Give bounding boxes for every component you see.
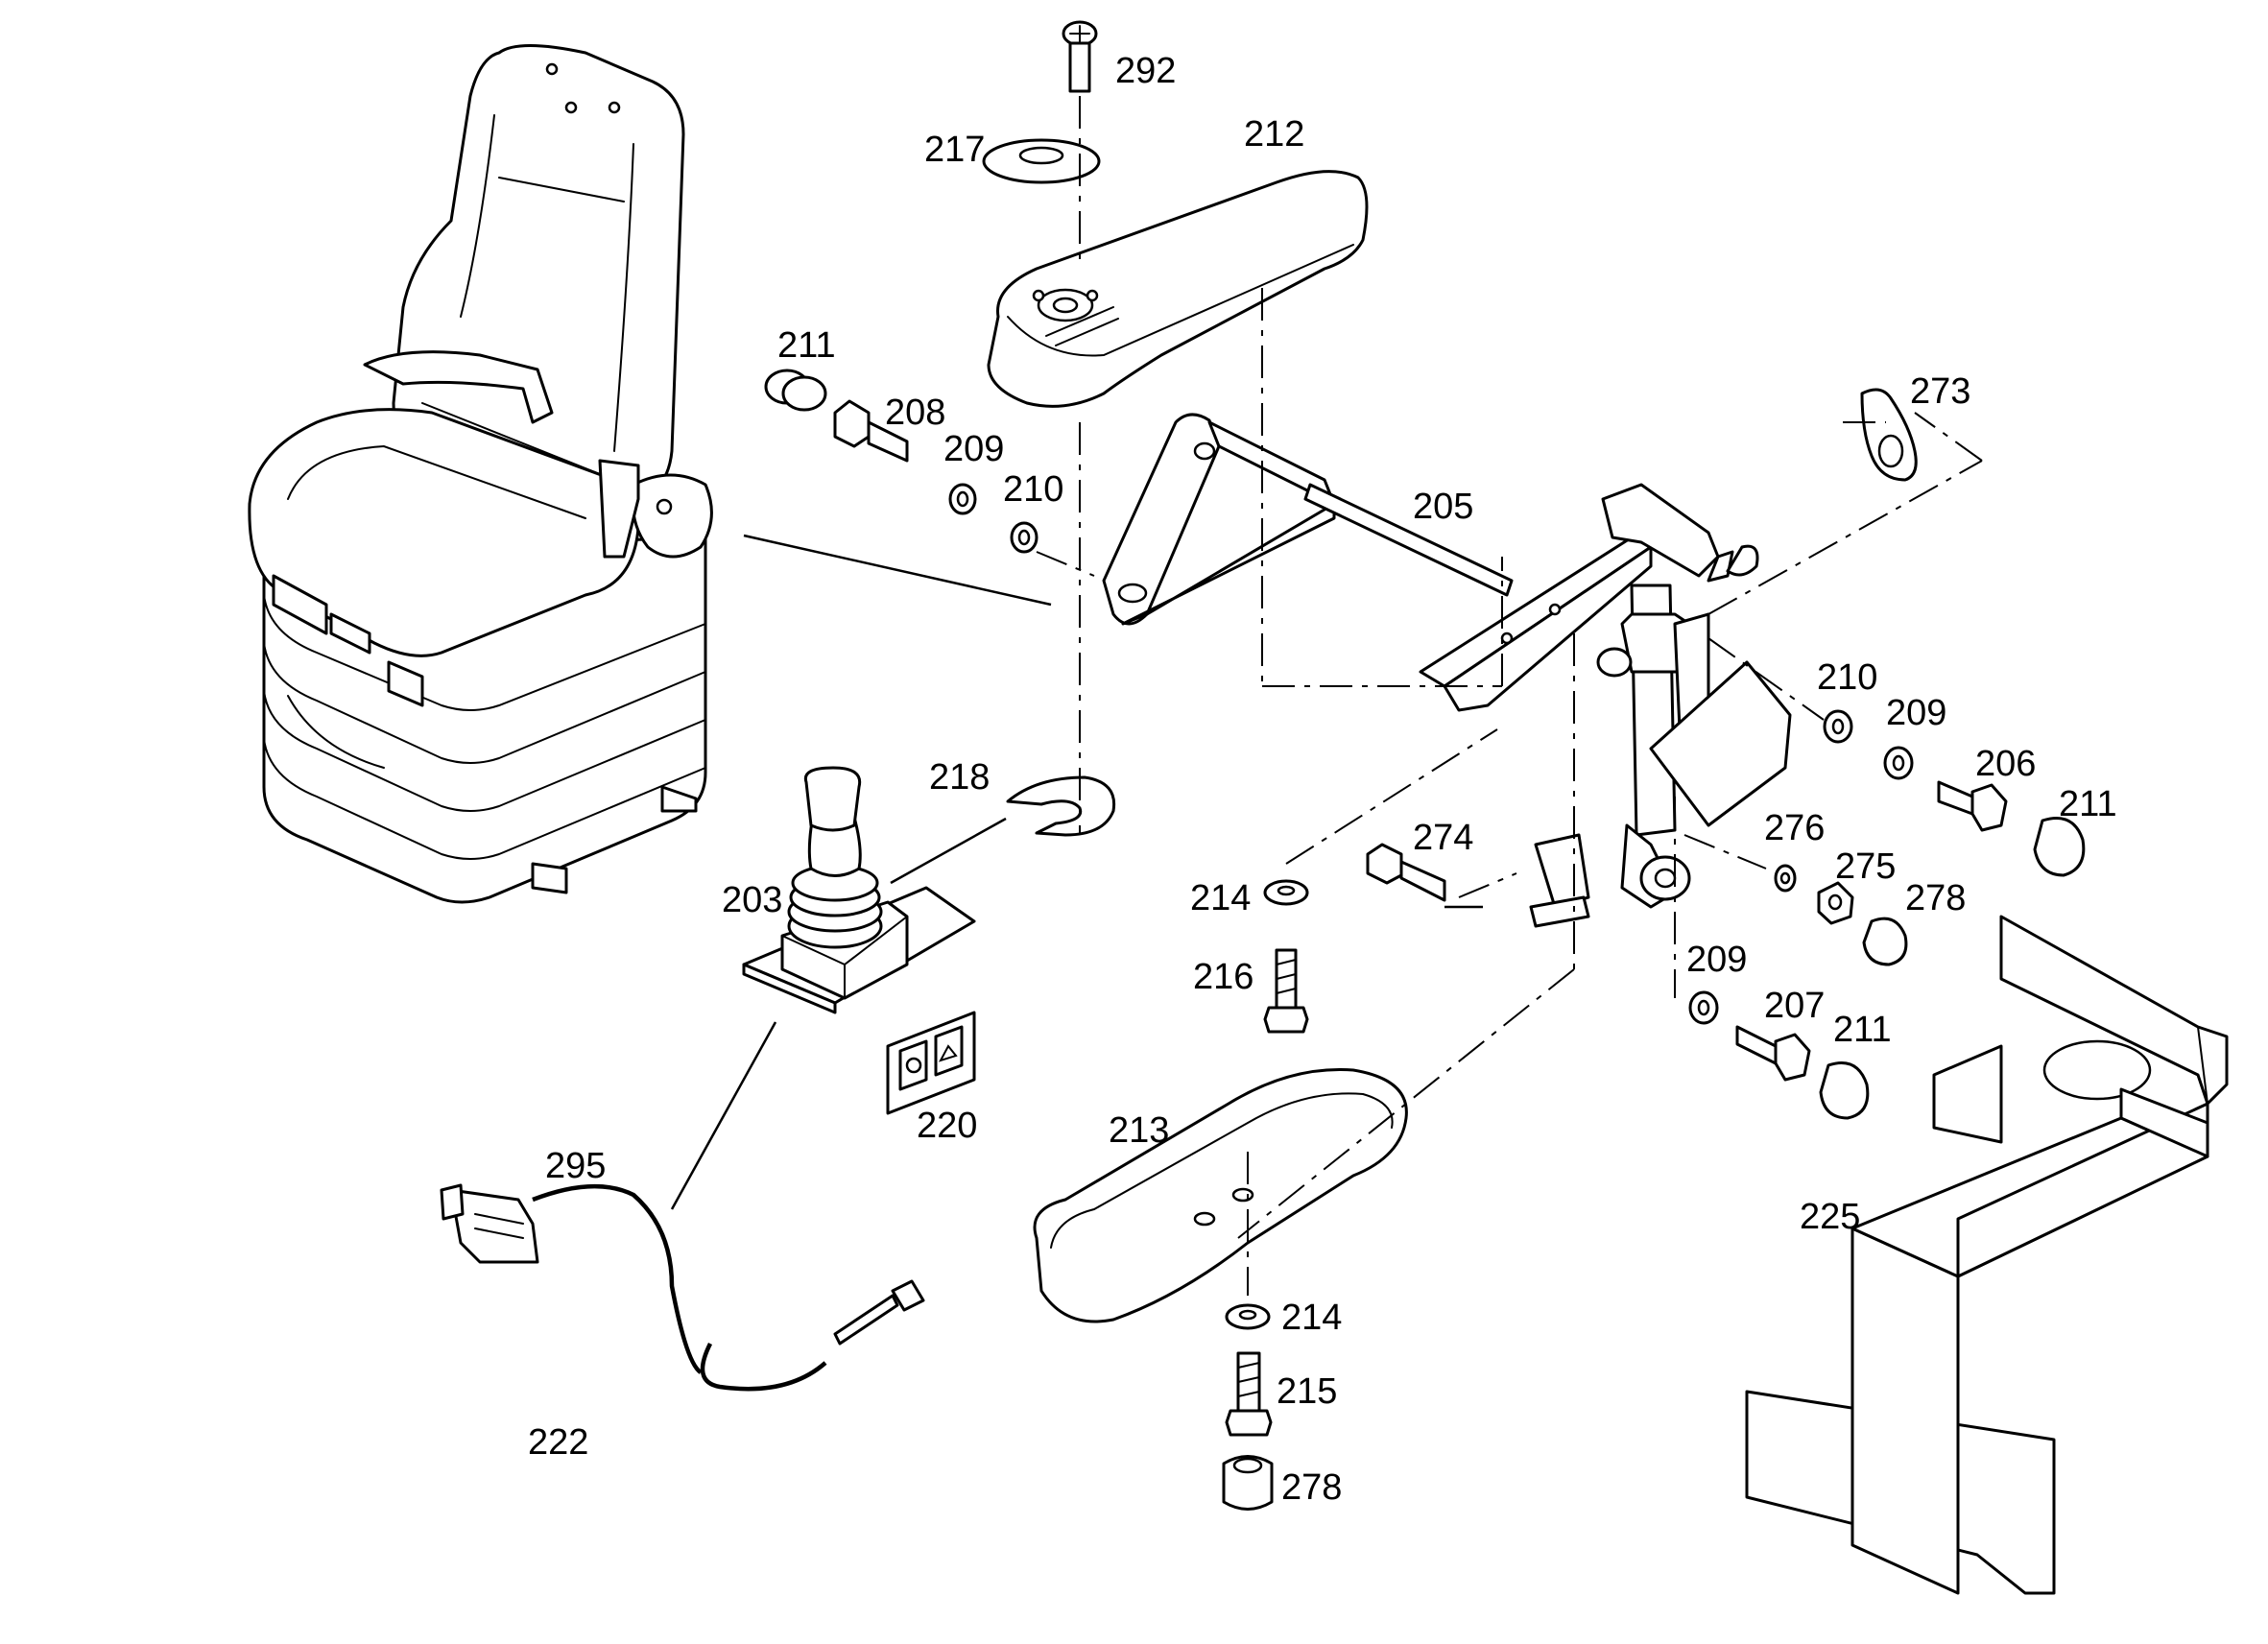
leader-lines <box>670 534 1483 1210</box>
callout-214: 214 <box>1190 878 1251 918</box>
washer-210-left <box>1010 521 1039 554</box>
callout-209: 209 <box>943 429 1004 469</box>
nut-278-lower <box>1222 1455 1274 1511</box>
callout-276: 276 <box>1764 808 1825 848</box>
callout-295: 295 <box>545 1146 606 1186</box>
centerlines <box>1036 96 1983 1296</box>
cap-211-lower <box>1819 1061 1870 1120</box>
armrest-column <box>1529 483 1792 928</box>
callout-212: 212 <box>1244 114 1304 155</box>
operator-seat <box>248 44 713 904</box>
cap-278-upper <box>1862 917 1908 966</box>
callout-278: 278 <box>1905 878 1966 918</box>
armrest-pad-213 <box>1033 1067 1408 1323</box>
bracket-205 <box>1102 413 1653 712</box>
bolt-274 <box>1366 843 1446 902</box>
callout-210: 210 <box>1817 657 1877 698</box>
joystick-203 <box>742 766 976 1014</box>
callout-217: 217 <box>924 130 985 170</box>
callout-216: 216 <box>1193 957 1253 997</box>
washer-276 <box>1774 864 1797 893</box>
cable-harness-222 <box>440 1183 925 1392</box>
clamp-273 <box>1860 388 1918 482</box>
callout-213: 213 <box>1109 1110 1169 1151</box>
callout-206: 206 <box>1975 744 2036 784</box>
bolt-208 <box>833 399 909 463</box>
callout-209: 209 <box>1686 940 1747 980</box>
screw-292 <box>1062 20 1098 93</box>
callout-292: 292 <box>1115 51 1176 91</box>
callout-207: 207 <box>1764 986 1825 1026</box>
callout-222: 222 <box>528 1422 588 1463</box>
callout-205: 205 <box>1413 487 1473 527</box>
callout-203: 203 <box>722 880 782 920</box>
callout-labels: 292 217 212 211 208 209 210 205 273 210 … <box>528 51 2117 1508</box>
washer-214-lower <box>1225 1303 1271 1330</box>
washer-209-lower <box>1688 990 1719 1025</box>
callout-208: 208 <box>885 393 945 433</box>
callout-209: 209 <box>1886 693 1946 733</box>
storage-box-225 <box>1745 915 2229 1595</box>
bushing-211-left <box>764 369 827 412</box>
bolt-215 <box>1225 1351 1273 1437</box>
washer-210-right <box>1823 709 1853 744</box>
callout-225: 225 <box>1800 1197 1860 1237</box>
callout-211: 211 <box>1833 1010 1892 1050</box>
callout-214: 214 <box>1281 1298 1342 1338</box>
callout-278: 278 <box>1281 1467 1342 1508</box>
nut-275 <box>1817 881 1854 925</box>
callout-211: 211 <box>777 325 836 366</box>
washer-217 <box>982 138 1101 184</box>
washer-209-left <box>948 483 977 515</box>
bolt-206 <box>1937 780 2008 832</box>
bolt-207 <box>1735 1025 1811 1082</box>
callout-210: 210 <box>1003 469 1063 510</box>
callout-220: 220 <box>917 1106 977 1146</box>
cap-211-right <box>2033 817 2086 877</box>
callout-211: 211 <box>2059 784 2117 824</box>
armrest-top <box>987 170 1369 408</box>
bolt-216 <box>1263 948 1309 1034</box>
washer-214-upper <box>1263 879 1309 906</box>
callout-275: 275 <box>1835 846 1896 887</box>
switch-panel-220 <box>886 1011 976 1115</box>
plate-218 <box>1006 775 1116 837</box>
washer-209-right <box>1883 746 1914 780</box>
callout-218: 218 <box>929 757 990 798</box>
callout-274: 274 <box>1413 818 1473 858</box>
callout-273: 273 <box>1910 371 1970 412</box>
callout-215: 215 <box>1277 1371 1337 1412</box>
